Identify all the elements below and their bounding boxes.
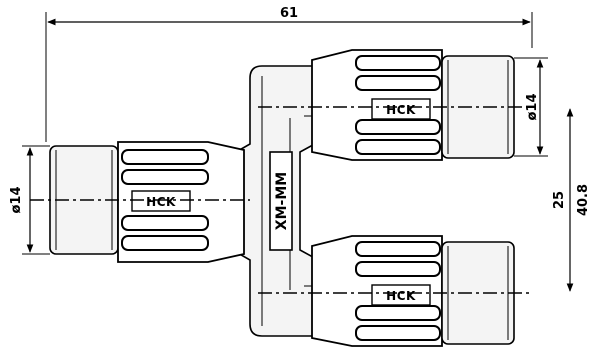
right-diameter-label: ø14 [525,93,540,120]
overall-length-label: 61 [280,6,298,21]
top-brand-plate [371,98,431,120]
overall-height-label: 40.8 [576,184,591,216]
port-spacing-label: 25 [552,191,567,209]
top-right-port: HCK [311,49,515,161]
port-spacing-dimension: 25 [552,108,574,292]
overall-length-dimension: 61 [45,6,533,142]
model-label-plate [269,151,293,251]
bottom-right-port: HCK [311,235,515,347]
left-diameter-label: ø14 [9,186,24,213]
left-brand-plate [131,190,191,212]
bottom-brand-plate [371,284,431,306]
left-diameter-dimension: ø14 [9,145,50,255]
left-brand-label: HCK [146,195,176,209]
y-body: XM-MM [235,65,323,337]
top-brand-label: HCK [386,103,416,117]
model-label: XM-MM [274,172,290,230]
center-lines [30,106,530,294]
bottom-brand-label: HCK [386,289,416,303]
left-port: HCK [49,141,245,263]
right-diameter-dimension: ø14 [514,57,548,157]
